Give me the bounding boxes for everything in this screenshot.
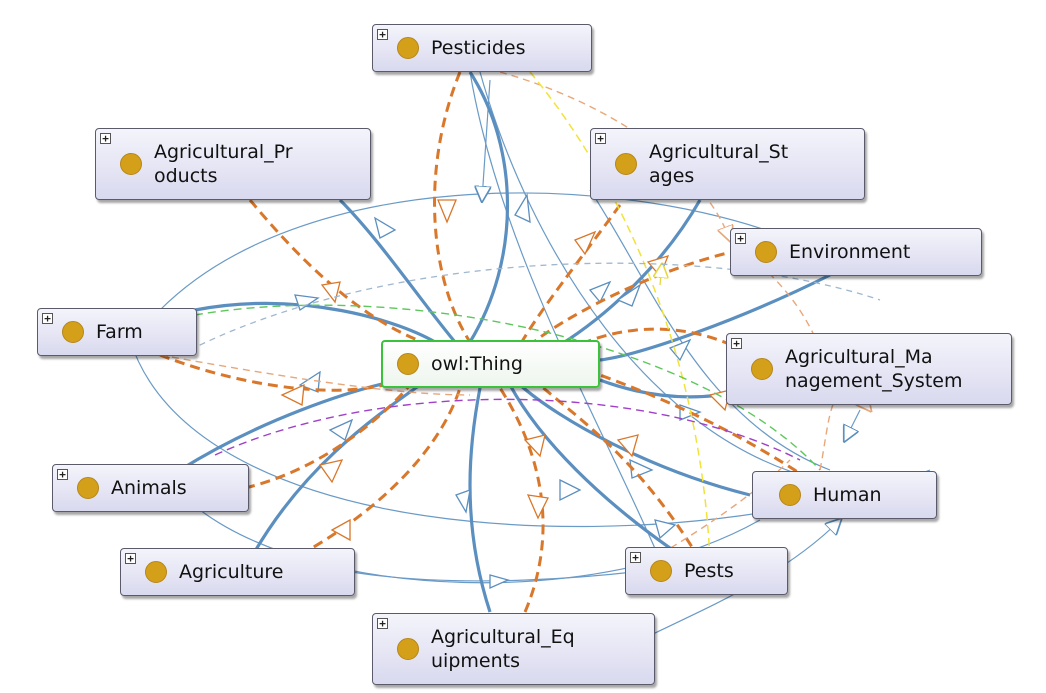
expand-plus-icon[interactable]: + bbox=[42, 313, 53, 324]
grey-edge bbox=[179, 262, 881, 356]
class-icon bbox=[615, 153, 637, 175]
node-label: Human bbox=[813, 484, 882, 506]
node-agriculture[interactable]: + Agriculture bbox=[120, 548, 355, 596]
expand-plus-icon[interactable]: + bbox=[731, 338, 742, 349]
class-icon bbox=[62, 321, 84, 343]
node-agricultural-management-system[interactable]: + Agricultural_Ma nagement_System bbox=[726, 333, 1012, 405]
expand-plus-icon[interactable]: + bbox=[125, 553, 136, 564]
expand-plus-icon[interactable]: + bbox=[57, 469, 68, 480]
expand-plus-icon[interactable]: + bbox=[595, 133, 606, 144]
expand-plus-icon[interactable]: + bbox=[630, 552, 641, 563]
class-icon bbox=[650, 560, 672, 582]
node-animals[interactable]: + Animals bbox=[52, 464, 249, 512]
node-label: Farm bbox=[96, 321, 143, 343]
class-icon bbox=[397, 37, 419, 59]
class-icon bbox=[751, 358, 773, 380]
class-icon bbox=[145, 561, 167, 583]
node-farm[interactable]: + Farm bbox=[37, 308, 197, 356]
node-label: Agricultural_Eq uipments bbox=[431, 626, 575, 672]
yellow-arrow bbox=[660, 265, 662, 286]
node-label: Animals bbox=[111, 477, 187, 499]
expand-plus-icon[interactable]: + bbox=[735, 233, 746, 244]
purple-edge bbox=[214, 398, 801, 461]
node-label: Agriculture bbox=[179, 561, 284, 583]
node-label: Agricultural_Ma nagement_System bbox=[785, 346, 963, 392]
node-owl-thing[interactable]: owl:Thing bbox=[381, 340, 600, 388]
class-icon bbox=[120, 153, 142, 175]
class-icon bbox=[77, 477, 99, 499]
expand-plus-icon[interactable]: + bbox=[100, 133, 111, 144]
class-icon bbox=[397, 353, 419, 375]
node-label: Agricultural_Pr oducts bbox=[154, 141, 293, 187]
node-agricultural-stages[interactable]: + Agricultural_St ages bbox=[590, 128, 865, 200]
expand-plus-icon[interactable]: + bbox=[377, 29, 388, 40]
node-label: Pests bbox=[684, 560, 734, 582]
node-pests[interactable]: + Pests bbox=[625, 547, 788, 595]
green-edge bbox=[194, 304, 821, 471]
node-agricultural-equipments[interactable]: + Agricultural_Eq uipments bbox=[372, 613, 655, 685]
node-agricultural-products[interactable]: + Agricultural_Pr oducts bbox=[95, 128, 371, 200]
class-icon bbox=[755, 241, 777, 263]
node-label: owl:Thing bbox=[431, 353, 523, 375]
node-pesticides[interactable]: + Pesticides bbox=[372, 24, 592, 72]
node-label: Pesticides bbox=[431, 37, 526, 59]
expand-plus-icon[interactable]: + bbox=[377, 618, 388, 629]
class-icon bbox=[779, 484, 801, 506]
node-label: Agricultural_St ages bbox=[649, 141, 789, 187]
subclass-arrowheads bbox=[294, 193, 702, 590]
node-environment[interactable]: + Environment bbox=[730, 228, 982, 276]
yellow-edge bbox=[529, 71, 711, 561]
node-label: Environment bbox=[789, 241, 911, 263]
node-human[interactable]: Human bbox=[752, 471, 937, 519]
class-icon bbox=[397, 638, 419, 660]
